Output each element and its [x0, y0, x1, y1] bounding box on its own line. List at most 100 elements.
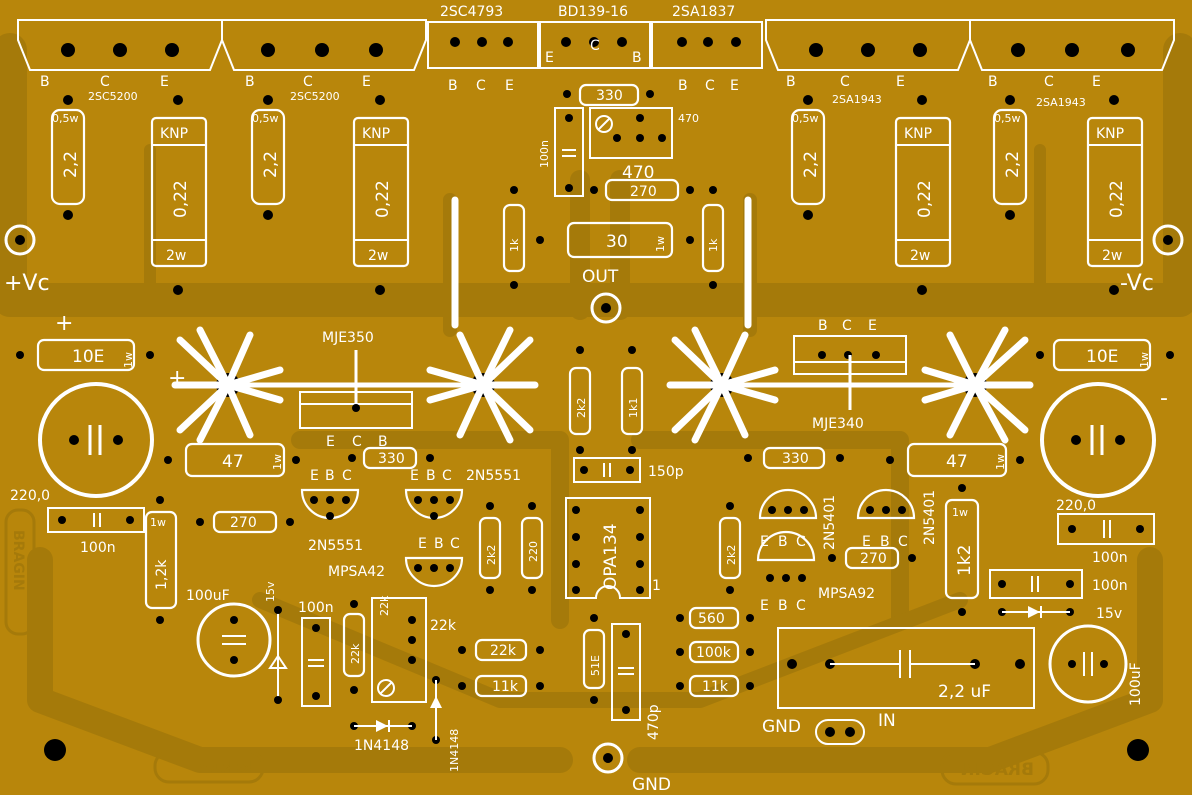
right-r270: 270	[828, 546, 916, 570]
bias-r330: 330	[563, 83, 654, 107]
terminal-vc-pos[interactable]: +Vc	[4, 224, 50, 296]
plus-label: +	[168, 366, 186, 391]
pin-label: E	[862, 534, 871, 550]
terminal-out[interactable]: OUT	[582, 267, 622, 324]
input-r22k-h: 22k	[458, 638, 544, 662]
pin-label: E	[410, 468, 419, 484]
power-transistor-1: B C E 2SC5200	[17, 19, 223, 103]
q-2n5551-b: E B C	[404, 468, 464, 520]
right-r2k2: 2k2	[718, 502, 742, 594]
in-label: IN	[878, 711, 896, 731]
pin1-label: 1	[652, 578, 661, 594]
part-label: 2SC5200	[290, 90, 340, 103]
brand-text: BRAGIN	[10, 530, 26, 591]
diode-label: 1N4148	[354, 738, 409, 754]
part-label: MJE340	[812, 416, 864, 432]
supply-left-r10e: 10E 1w	[16, 338, 154, 372]
value-label: 30	[606, 232, 628, 252]
base-resistor-2: 0,5w 2,2	[250, 95, 286, 220]
pin-label: C	[898, 534, 908, 550]
mid-c150p: 150p	[573, 457, 684, 483]
pin-label: B	[988, 74, 998, 90]
type-label: KNP	[362, 126, 390, 142]
pin-label: B	[378, 434, 388, 450]
type-label: KNP	[1096, 126, 1124, 142]
cap-label: 100n	[1092, 550, 1128, 566]
value-label: 0,22	[373, 180, 393, 218]
part-label: 2SC5200	[88, 90, 138, 103]
value-label: 2,2	[1003, 151, 1023, 178]
base-resistor-1: 0,5w 2,2	[50, 95, 86, 220]
input-connector[interactable]: GND IN	[762, 711, 896, 745]
bias-trimmer-470: 470 470	[589, 107, 699, 183]
vc-pos-label: +Vc	[4, 271, 50, 296]
value-label: 22k	[349, 643, 362, 664]
trimmer-small-label: 470	[678, 112, 699, 125]
terminal-gnd[interactable]: GND	[592, 742, 671, 795]
part-label: OPA134	[601, 523, 621, 590]
part-label: 2SA1943	[832, 93, 882, 106]
pin-label: C	[796, 598, 806, 614]
terminal-vc-neg[interactable]: -Vc	[1120, 224, 1184, 296]
value-label: 0,22	[915, 180, 935, 218]
value-label: 10E	[1086, 347, 1118, 367]
q-mpsa42: E B C MPSA42	[328, 536, 464, 588]
value-label: 1k	[707, 238, 720, 252]
gnd-in-label: GND	[762, 717, 801, 737]
value-label: 100k	[696, 645, 732, 661]
driver-transistor-3: 2SA1837 B C E	[651, 4, 763, 94]
value-label: 47	[222, 452, 244, 472]
type-label: KNP	[160, 126, 188, 142]
value-label: 220	[527, 541, 540, 562]
mid-r330-right: 330	[744, 446, 844, 470]
pin-label: C	[796, 534, 806, 550]
pin-label: B	[325, 468, 335, 484]
pin-label: C	[705, 78, 715, 94]
value-label: 2,2	[261, 151, 281, 178]
pin-label: C	[1044, 74, 1054, 90]
cap-label: 470p	[646, 704, 662, 740]
power-label: 1w	[952, 506, 968, 519]
part-label: BD139-16	[558, 4, 628, 20]
wire-links	[451, 196, 752, 329]
right-r11k: 11k	[676, 674, 754, 698]
diode-label: 1N4148	[448, 729, 461, 772]
pin-label: E	[760, 598, 769, 614]
input-r22k-v: 22k	[342, 600, 366, 694]
bias-r1k-left: 1k	[502, 186, 526, 289]
value-label: 560	[698, 611, 725, 627]
supply-left-cap: + 220,0	[10, 366, 186, 504]
supply-right-cap2: 100n	[1057, 513, 1155, 566]
right-c100uf: 100uF	[1048, 624, 1144, 706]
pin-label: E	[418, 536, 427, 552]
input-zener-15v: 15v	[264, 581, 288, 704]
power-transistor-4: B C E 2SA1943	[969, 19, 1175, 109]
part-label: MPSA42	[328, 564, 385, 580]
power-label: 2w	[368, 248, 388, 264]
part-label: MPSA92	[818, 586, 875, 602]
pin-label: B	[678, 78, 688, 94]
cap-label: 100n	[80, 540, 116, 556]
driver-transistor-1: 2SC4793 B C E	[427, 4, 539, 94]
power-label: 1w	[654, 236, 667, 252]
mid-r330-left: 330	[348, 446, 434, 470]
value-label: 0,22	[1107, 180, 1127, 218]
pin-label: C	[442, 468, 452, 484]
right-r51e: 51E	[582, 614, 606, 704]
value-label: 22k	[490, 643, 517, 659]
value-label: 51E	[589, 655, 602, 676]
emitter-resistor-4: KNP 0,22 2w	[1086, 95, 1144, 295]
pin-label: E	[730, 78, 739, 94]
value-label: 270	[860, 551, 887, 567]
vas-mje340: E C B MJE340	[793, 318, 907, 432]
pin-label: B	[778, 534, 788, 550]
pin-label: B	[40, 74, 50, 90]
pin-label: C	[842, 318, 852, 334]
driver-transistor-2: BD139-16 E C B	[539, 4, 651, 69]
trimmer-label: 470	[622, 163, 654, 183]
value-label: 1k2	[955, 545, 975, 576]
q-2n5551-a: E B C	[300, 468, 360, 520]
base-resistor-4: 0,5w 2,2	[992, 95, 1028, 220]
gnd-label: GND	[632, 775, 671, 795]
cap-value: 220,0	[10, 488, 50, 504]
